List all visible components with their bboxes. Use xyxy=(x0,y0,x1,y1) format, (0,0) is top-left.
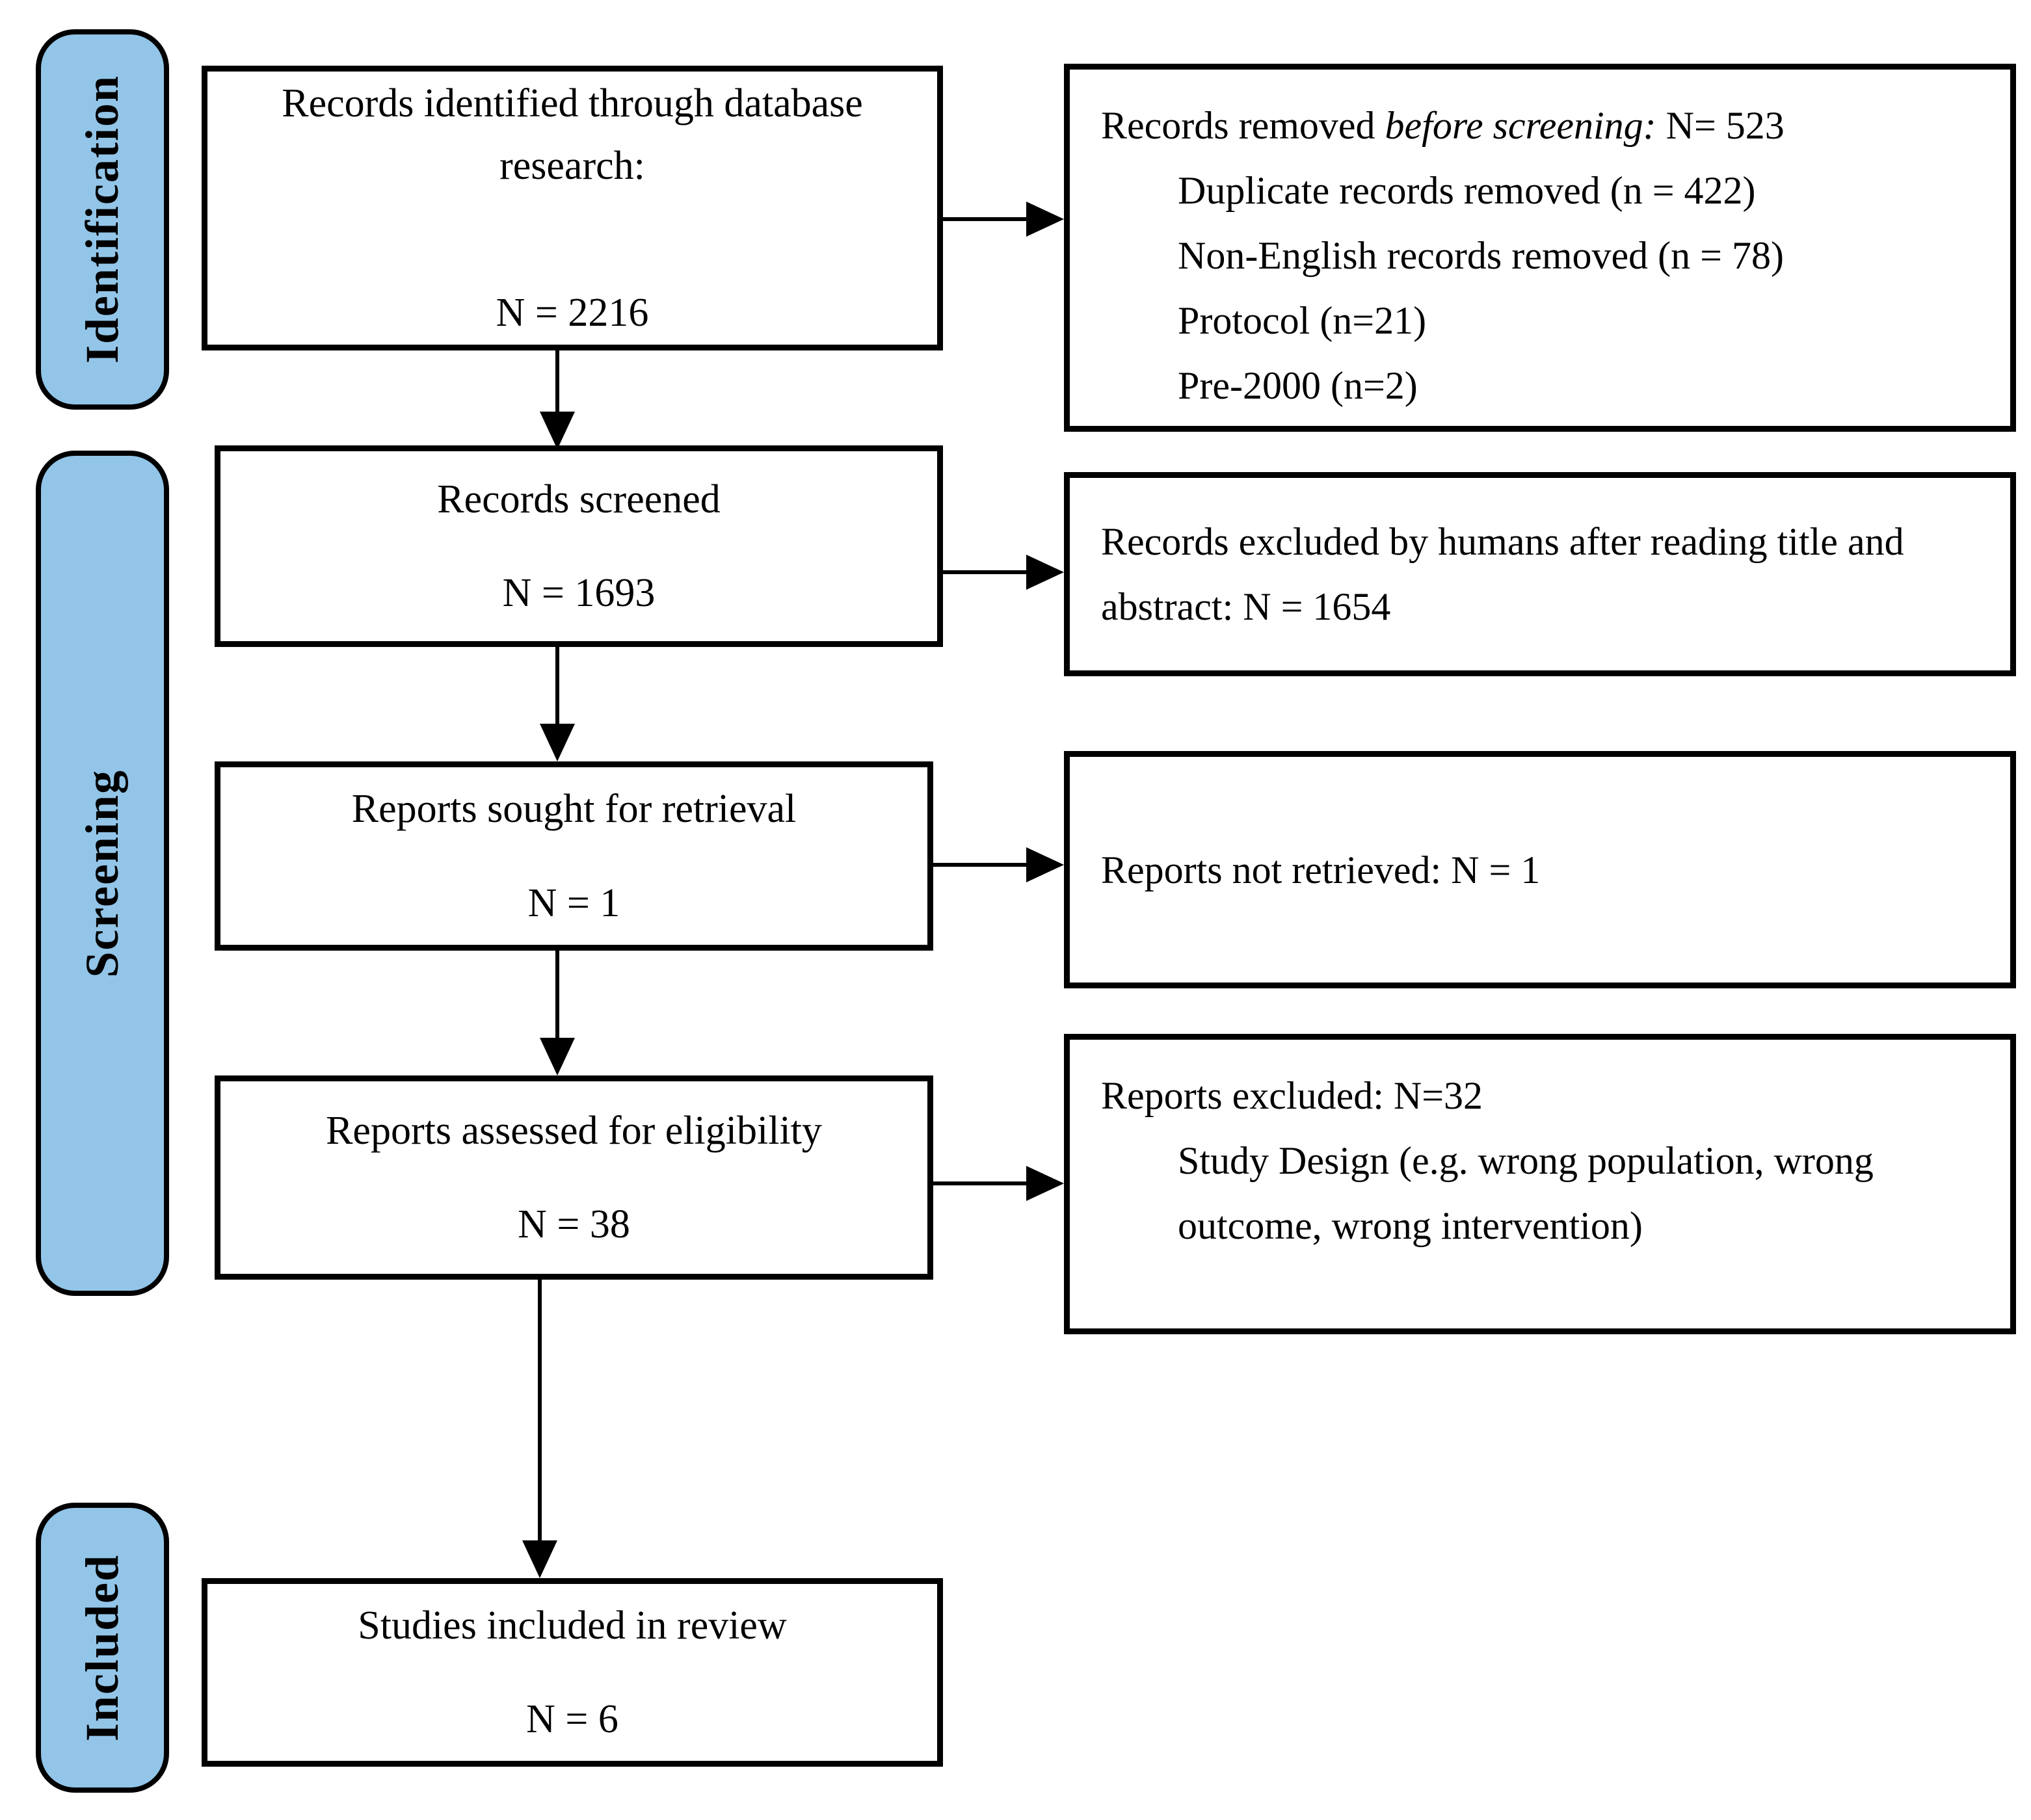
flow-box-reports-sought-title: Reports sought for retrieval xyxy=(351,787,797,832)
flow-box-records-screened-title: Records screened xyxy=(437,477,721,521)
arrowhead-right-icon xyxy=(1026,202,1064,237)
stage-label-screening-text: Screening xyxy=(76,769,128,978)
arrow-line xyxy=(555,647,559,726)
records-removed-item: Protocol (n=21) xyxy=(1178,299,1427,342)
reports-excluded-item: Study Design (e.g. wrong population, wro… xyxy=(1178,1139,1874,1247)
flow-box-studies-included: Studies included in review N = 6 xyxy=(202,1578,943,1767)
arrowhead-down-icon xyxy=(522,1540,557,1578)
flow-box-records-identified: Records identified through database rese… xyxy=(202,66,943,350)
arrow-line xyxy=(943,217,1029,221)
flow-box-studies-included-title: Studies included in review xyxy=(358,1603,787,1648)
arrow-line xyxy=(555,350,559,417)
arrow-line xyxy=(943,570,1029,574)
arrowhead-down-icon xyxy=(540,1038,575,1075)
side-box-records-excluded: Records excluded by humans after reading… xyxy=(1064,472,2016,676)
flow-box-records-identified-count: N = 2216 xyxy=(496,291,649,336)
records-removed-heading-prefix: Records removed xyxy=(1101,104,1385,147)
arrow-line xyxy=(538,1280,542,1543)
flow-box-records-screened: Records screened N = 1693 xyxy=(215,445,943,647)
flow-box-reports-sought-count: N = 1 xyxy=(527,880,620,925)
stage-label-included-text: Included xyxy=(76,1553,128,1742)
records-removed-item: Non-English records removed (n = 78) xyxy=(1178,234,1784,277)
arrowhead-right-icon xyxy=(1026,1166,1064,1201)
arrowhead-right-icon xyxy=(1026,847,1064,882)
arrowhead-right-icon xyxy=(1026,555,1064,590)
records-removed-heading-suffix: N= 523 xyxy=(1656,104,1785,147)
side-box-reports-excluded: Reports excluded: N=32 Study Design (e.g… xyxy=(1064,1034,2016,1334)
flow-box-reports-sought: Reports sought for retrieval N = 1 xyxy=(215,761,933,951)
flow-box-records-screened-count: N = 1693 xyxy=(502,571,656,615)
flow-box-studies-included-count: N = 6 xyxy=(526,1697,618,1741)
stage-label-identification-text: Identification xyxy=(76,75,128,364)
arrow-line xyxy=(933,1181,1029,1185)
arrow-line xyxy=(933,863,1029,867)
flow-box-reports-assessed-count: N = 38 xyxy=(518,1202,630,1246)
side-box-reports-not-retrieved-text: Reports not retrieved: N = 1 xyxy=(1101,848,1541,891)
arrowhead-down-icon xyxy=(540,724,575,761)
side-box-records-excluded-text: Records excluded by humans after reading… xyxy=(1101,520,1904,628)
side-box-reports-excluded-heading: Reports excluded: N=32 xyxy=(1101,1074,1483,1117)
stage-label-included: Included xyxy=(36,1503,169,1793)
side-box-records-removed: Records removed before screening: N= 523… xyxy=(1064,64,2016,432)
records-removed-item: Pre-2000 (n=2) xyxy=(1178,364,1418,407)
flow-box-reports-assessed-title: Reports assessed for eligibility xyxy=(326,1108,822,1153)
flow-box-records-identified-title: Records identified through database rese… xyxy=(282,81,863,188)
stage-label-identification: Identification xyxy=(36,29,169,410)
records-removed-heading-italic: before screening: xyxy=(1385,104,1656,147)
arrow-line xyxy=(555,951,559,1040)
side-box-reports-not-retrieved: Reports not retrieved: N = 1 xyxy=(1064,751,2016,988)
arrowhead-down-icon xyxy=(540,412,575,449)
side-box-records-removed-heading: Records removed before screening: N= 523 xyxy=(1101,93,1984,158)
records-removed-item: Duplicate records removed (n = 422) xyxy=(1178,169,1756,212)
flow-box-reports-assessed: Reports assessed for eligibility N = 38 xyxy=(215,1075,933,1280)
stage-label-screening: Screening xyxy=(36,451,169,1296)
